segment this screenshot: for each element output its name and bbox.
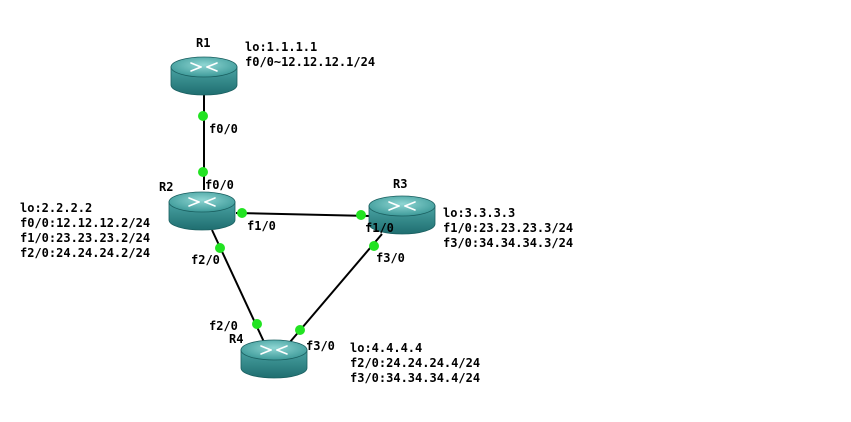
port-label-r2-f00: f0/0 [205,178,234,192]
router-r4-icon[interactable] [240,339,308,379]
r2-loopback: lo:2.2.2.2 [20,201,93,215]
port-label-r3-f10: f1/0 [365,221,394,235]
link-r2-r3 [235,212,371,217]
r4-if2: f3/0:34.34.34.4/24 [350,371,481,385]
router-r2-name: R2 [159,180,174,194]
port-label-r2-f20: f2/0 [191,253,220,267]
port-dot-r1-f00 [198,111,208,121]
r3-loopback: lo:3.3.3.3 [443,206,516,220]
r1-loopback: lo:1.1.1.1 [245,40,318,54]
r2-if2: f1/0:23.23.23.2/24 [20,231,151,245]
port-dot-r2-f00 [198,167,208,177]
router-r1-name: R1 [196,36,211,50]
router-r4-name: R4 [229,332,244,346]
port-label-r4-f20: f2/0 [209,319,238,333]
port-label-r4-f30: f3/0 [306,339,335,353]
r4-if1: f2/0:24.24.24.4/24 [350,356,481,370]
r3-if2: f3/0:34.34.34.3/24 [443,236,574,250]
port-dot-r3-f10 [356,210,366,220]
router-r3-name: R3 [393,177,408,191]
port-dot-r3-f30 [369,241,379,251]
r1-if1: f0/0~12.12.12.1/24 [245,55,376,69]
port-dot-r4-f30 [295,325,305,335]
r4-loopback: lo:4.4.4.4 [350,341,423,355]
port-dot-r4-f20 [252,319,262,329]
port-label-r2-f10: f1/0 [247,219,276,233]
port-dot-r2-f20 [215,243,225,253]
port-label-r3-f30: f3/0 [376,251,405,265]
link-r3-r4 [289,233,383,343]
r3-if1: f1/0:23.23.23.3/24 [443,221,574,235]
r2-if1: f0/0:12.12.12.2/24 [20,216,151,230]
port-label-r1-f00: f0/0 [209,122,238,136]
r2-if3: f2/0:24.24.24.2/24 [20,246,151,260]
router-r1-icon[interactable] [170,56,238,96]
router-r2-icon[interactable] [168,191,236,231]
port-dot-r2-f10 [237,208,247,218]
